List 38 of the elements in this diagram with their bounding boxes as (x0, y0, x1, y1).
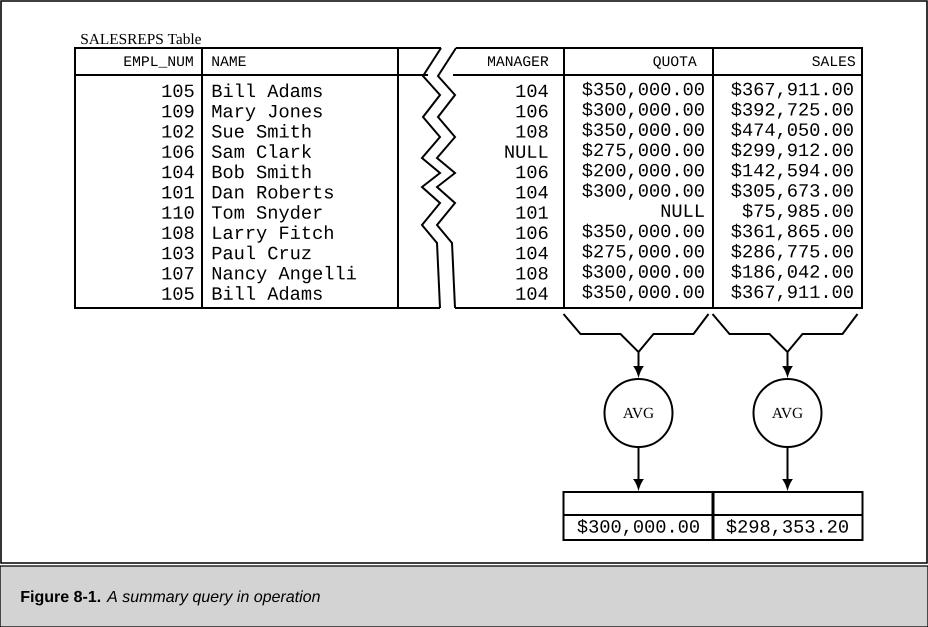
arrow (634, 448, 644, 489)
result-box (562, 491, 714, 516)
employee-name: Bill Adams (212, 83, 322, 98)
bracket-arrow (562, 313, 710, 376)
employee-name: Nancy Angelli (212, 266, 356, 284)
employee-name: Bill Adams (212, 286, 322, 300)
employee-name: Sam Clark (212, 144, 312, 158)
employee-number: 110 (162, 206, 194, 219)
result-box (712, 491, 864, 516)
employee-number: 103 (162, 246, 194, 260)
employee-number: 101 (162, 186, 194, 199)
arrow (782, 448, 792, 489)
employee-name: Larry Fitch (213, 225, 333, 243)
employee-number: 107 (162, 266, 194, 280)
value-column: $367,911.00 $392,725.00 $474,050.00 $299,912.00 $142,594.00 $305,673.00 $75,985.00 $361,865.00 $286,775.00 $186,042.00 $367,911.00 (712, 74, 863, 309)
employee-name: Bob Smith (212, 164, 310, 178)
table-title: SALESREPS Table (81, 33, 201, 44)
employee-name: Sue Smith (212, 124, 310, 138)
employee-number: 104 (162, 166, 194, 178)
employee-number: 105 (162, 84, 194, 98)
employee-number: 106 (162, 145, 194, 158)
employee-name: Dan Roberts (212, 184, 333, 199)
employee-number: 108 (162, 226, 194, 240)
figure-caption: Figure 8-1. A summary query in operation (21, 590, 320, 606)
column-header: NAME (212, 56, 246, 66)
employee-number: 105 (162, 287, 194, 300)
employee-name: Tom Snyder (212, 205, 322, 222)
column-header: EMPL_NUM (124, 56, 193, 68)
employee-name: Paul Cruz (212, 246, 311, 260)
employee-number: 109 (162, 104, 194, 118)
result-value: $300,000.00 (562, 514, 714, 541)
column-header: MANAGER (488, 56, 548, 66)
employee-name: Mary Jones (212, 104, 322, 122)
employee-number: 102 (162, 125, 194, 138)
value-column: $350,000.00 $300,000.00 $350,000.00 $275,000.00 $200,000.00 $300,000.00 NULL $350,000.00 $275,000.00 $300,000.00 $350,000.00 (563, 74, 714, 309)
result-value: $298,353.20 (712, 514, 864, 541)
column-header: QUOTA (653, 56, 697, 69)
bracket-arrow (712, 313, 858, 376)
